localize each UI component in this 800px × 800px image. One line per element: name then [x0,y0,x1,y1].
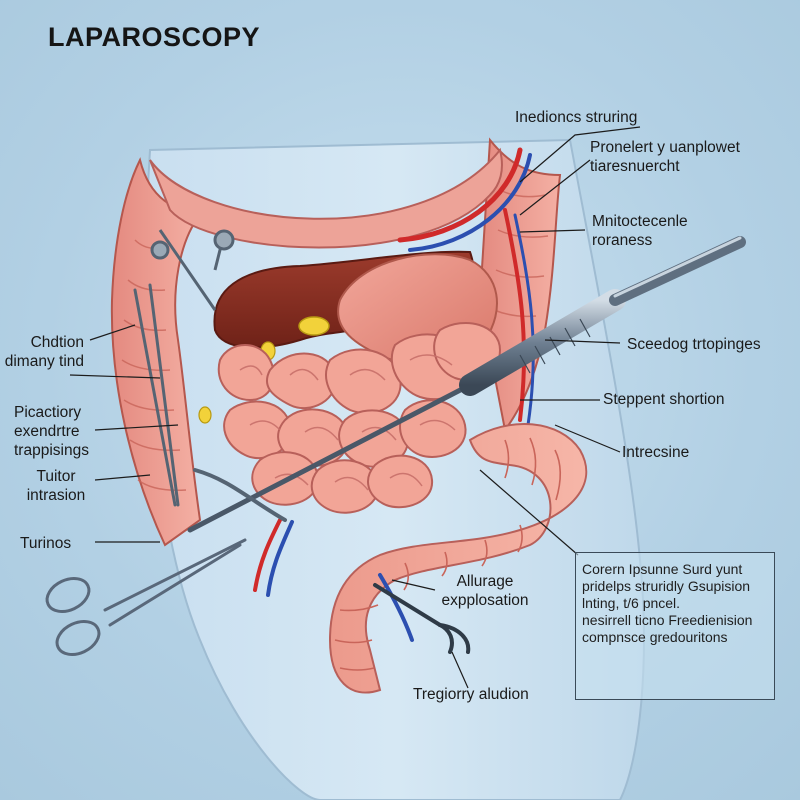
vessels-right [397,147,535,427]
label-intrecsine: Intrecsine [622,444,690,461]
trocar-small [150,229,235,311]
label-proneiert: Pronelert y uanplowet tiaresnuercht [590,138,740,176]
label-chdtion-line1: Chdtion [30,334,84,351]
label-picactory-line2: exendrtre [14,423,80,440]
diaphragm [149,147,503,249]
gallbladder [298,316,330,336]
colon [328,423,588,694]
label-incisions: Inedioncs struring [515,109,638,126]
note-line-1: Corern Ipsunne Surd yunt [582,561,743,577]
label-tregiorry: Tregiorry aludion [413,686,529,703]
label-allurage: Allurage expplosation [430,572,540,610]
small-intestine [217,321,502,514]
laparoscope-instrument [187,236,746,533]
fat-nodule-2 [198,406,212,424]
label-picactory: Picactiory exendrtre trappisings [14,403,89,460]
label-chdtion-line2: dimany tind [4,353,84,370]
label-steppent: Steppent shortion [603,391,725,408]
colon-haustra [334,437,562,671]
forceps-left [133,283,180,507]
label-mnitoct: Mnitoctecenle roraness [592,212,688,250]
label-picactory-line3: trappisings [14,442,89,459]
vessels-lower [253,518,414,642]
label-screedog: Sceedog trtopinges [627,336,761,353]
note-line-3: lnting, t/6 pncel. [582,595,681,611]
label-mnitoct-line1: Mnitoctecenle [592,213,688,230]
page-title: LAPAROSCOPY [48,22,261,52]
intestine-folds [239,354,456,491]
note-line-2: pridelps struridly Gsupision [582,578,751,594]
label-picactory-line1: Picactiory [14,404,82,421]
leader-lines [69,126,641,689]
scissors [45,538,247,656]
note-line-4: nesirrell ticno Freedienision [582,612,753,628]
label-tuitor-line1: Tuitor [36,468,76,485]
label-proneiert-line2: tiaresnuercht [590,158,680,175]
wall-muscle-fibers [121,239,187,492]
label-allurage-line2: expplosation [441,592,529,609]
label-chdtion: Chdtion dimany tind [0,333,84,371]
label-allurage-line1: Allurage [456,573,514,590]
label-tuitor-line2: intrasion [26,487,86,504]
label-turinos: Turinos [20,535,72,552]
note-box: Corern Ipsunne Surd yunt pridelps struri… [575,552,775,700]
label-proneiert-line1: Pronelert y uanplowet [590,139,740,156]
label-tuitor: Tuitor intrasion [20,467,92,505]
note-line-5: compnsce gredouritons [582,629,728,645]
label-mnitoct-line2: roraness [592,232,653,249]
retractor-hook [373,583,471,654]
grasper-lower [193,468,287,522]
